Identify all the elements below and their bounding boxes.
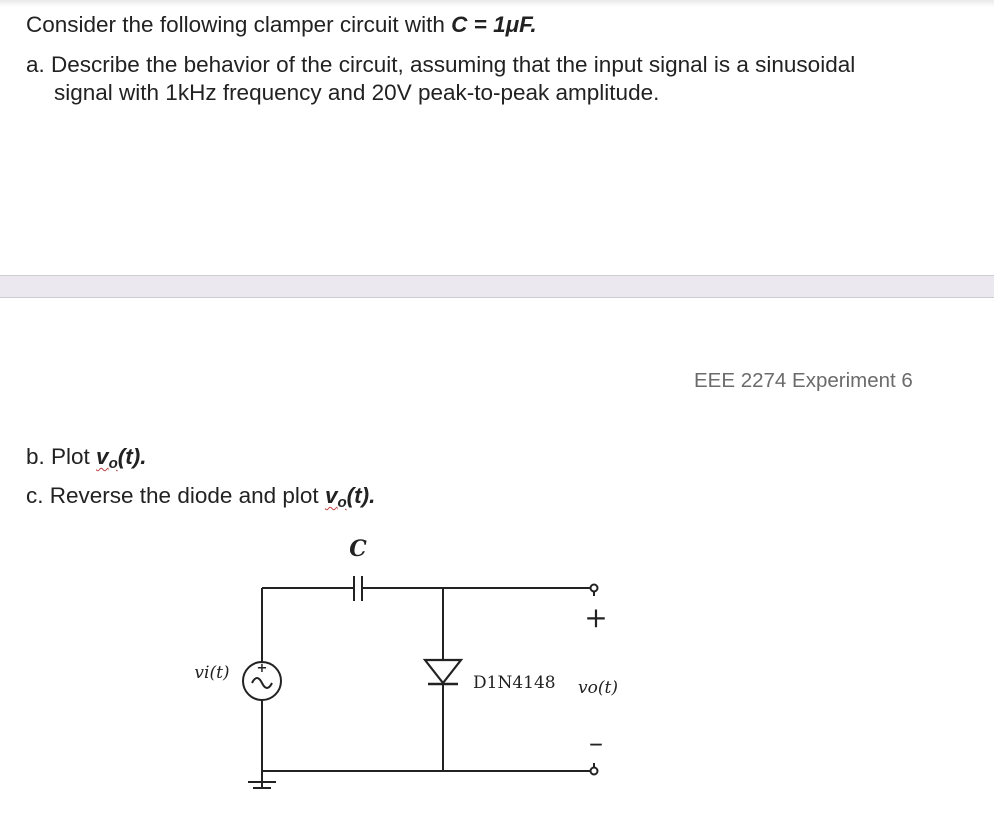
- ac-source-circle: [242, 661, 282, 701]
- output-terminal-top: [589, 583, 599, 593]
- question-c: c. Reverse the diode and plot vo(t).: [26, 482, 375, 517]
- source-label: vi(t): [194, 663, 229, 683]
- page-footer: EEE 2274 Experiment 6: [694, 369, 913, 392]
- question-a-line2: signal with 1kHz frequency and 20V peak-…: [54, 80, 660, 105]
- intro-param: C = 1μF.: [451, 12, 537, 37]
- question-c-prefix: c. Reverse the diode and plot: [26, 483, 325, 508]
- page-break-band: [0, 275, 994, 298]
- question-a-line1: a. Describe the behavior of the circuit,…: [26, 51, 855, 79]
- clamper-circuit-diagram: C + vi(t) D1N4148 vo(t) + –: [194, 536, 618, 789]
- question-b: b. Plot vo(t).: [26, 443, 146, 478]
- question-c-vo: vo: [324, 483, 347, 511]
- ac-source-sine: [251, 677, 273, 689]
- question-b-tail: (t).: [117, 444, 147, 469]
- output-plus-sign: +: [584, 601, 607, 634]
- output-minus-sign: –: [589, 726, 603, 759]
- question-c-tail: (t).: [346, 483, 376, 508]
- diode-label: D1N4148: [473, 673, 556, 693]
- diode-symbol: [422, 658, 464, 685]
- question-a-marker: a.: [26, 52, 45, 77]
- output-label: vo(t): [578, 678, 618, 698]
- intro-line: Consider the following clamper circuit w…: [26, 11, 537, 39]
- question-b-prefix: b. Plot: [26, 444, 97, 469]
- intro-prefix: Consider the following clamper circuit w…: [26, 12, 452, 37]
- top-rule: [0, 0, 994, 7]
- question-b-vo: vo: [96, 444, 118, 472]
- output-terminal-bottom: [589, 766, 599, 776]
- question-a-text1: Describe the behavior of the circuit, as…: [51, 52, 856, 77]
- source-plus-sign: +: [257, 661, 268, 676]
- capacitor-label: C: [349, 536, 367, 562]
